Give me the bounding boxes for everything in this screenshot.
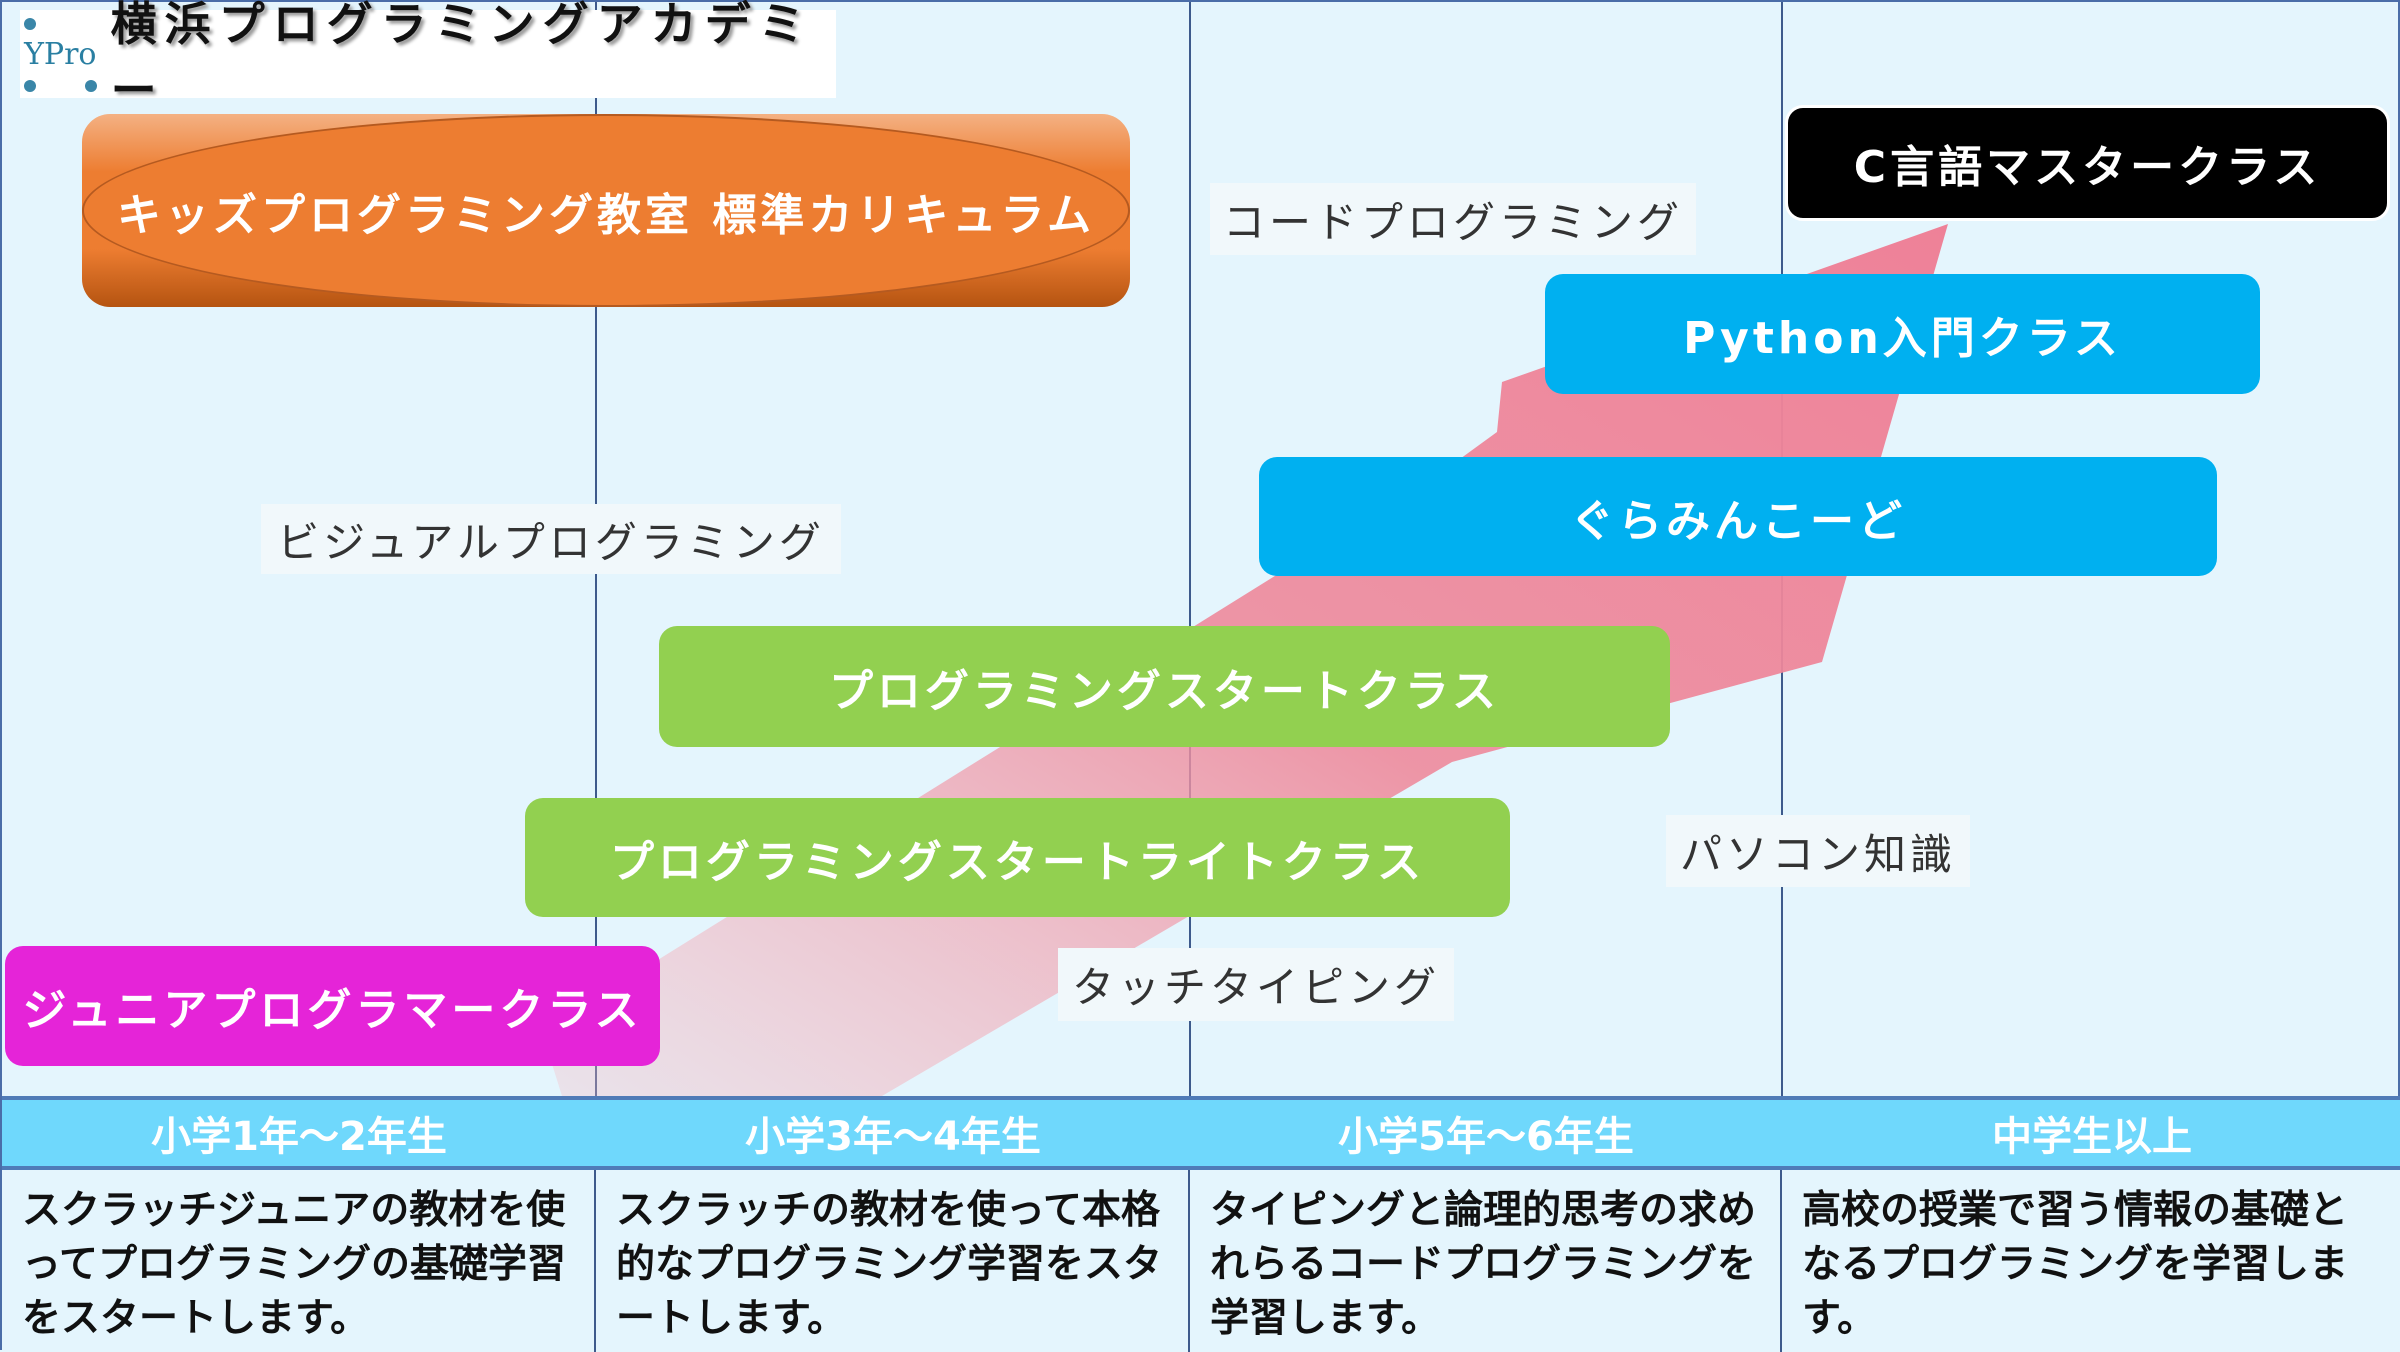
class-junior-programmer[interactable]: ジュニアプログラマークラス bbox=[5, 946, 660, 1066]
grade-3-4: 小学3年〜4年生 bbox=[745, 1114, 1041, 1160]
description-5-6: タイピングと論理的思考の求めれらるコードプログラミングを学習します。 bbox=[1190, 1170, 1782, 1352]
curriculum-banner: キッズプログラミング教室 標準カリキュラム bbox=[82, 114, 1130, 307]
page-title: 横浜プログラミングアカデミー bbox=[110, 0, 813, 117]
skill-label-visual: ビジュアルプログラミング bbox=[261, 504, 841, 574]
class-programming-start-lite[interactable]: プログラミングスタートライトクラス bbox=[525, 798, 1510, 917]
grade-header: 小学1年〜2年生 小学3年〜4年生 小学5年〜6年生 中学生以上 bbox=[2, 1096, 2400, 1170]
grade-1-2: 小学1年〜2年生 bbox=[151, 1114, 447, 1160]
grade-junior-high: 中学生以上 bbox=[1992, 1114, 2192, 1160]
logo: YPro bbox=[20, 12, 101, 96]
skill-label-pc: パソコン知識 bbox=[1666, 815, 1970, 887]
description-junior-high: 高校の授業で習う情報の基礎となるプログラミングを学習します。 bbox=[1782, 1170, 2400, 1352]
description-1-2: スクラッチジュニアの教材を使ってプログラミングの基礎学習をスタートします。 bbox=[2, 1170, 596, 1352]
skill-label-typing: タッチタイピング bbox=[1058, 948, 1454, 1021]
grade-5-6: 小学5年〜6年生 bbox=[1338, 1114, 1634, 1160]
curriculum-title: キッズプログラミング教室 標準カリキュラム bbox=[82, 114, 1130, 307]
header: YPro 横浜プログラミングアカデミー bbox=[20, 0, 836, 117]
skill-label-code: コードプログラミング bbox=[1210, 183, 1696, 255]
description-3-4: スクラッチの教材を使って本格的なプログラミング学習をスタートします。 bbox=[596, 1170, 1190, 1352]
logo-text: YPro bbox=[24, 36, 97, 72]
column-divider bbox=[1189, 2, 1191, 1096]
class-python[interactable]: Python入門クラス bbox=[1545, 274, 2260, 394]
grade-descriptions: スクラッチジュニアの教材を使ってプログラミングの基礎学習をスタートします。 スク… bbox=[2, 1170, 2400, 1352]
class-c-master[interactable]: C言語マスタークラス bbox=[1785, 105, 2390, 221]
class-gramincode[interactable]: ぐらみんこーど bbox=[1259, 457, 2217, 576]
class-programming-start[interactable]: プログラミングスタートクラス bbox=[659, 626, 1670, 747]
